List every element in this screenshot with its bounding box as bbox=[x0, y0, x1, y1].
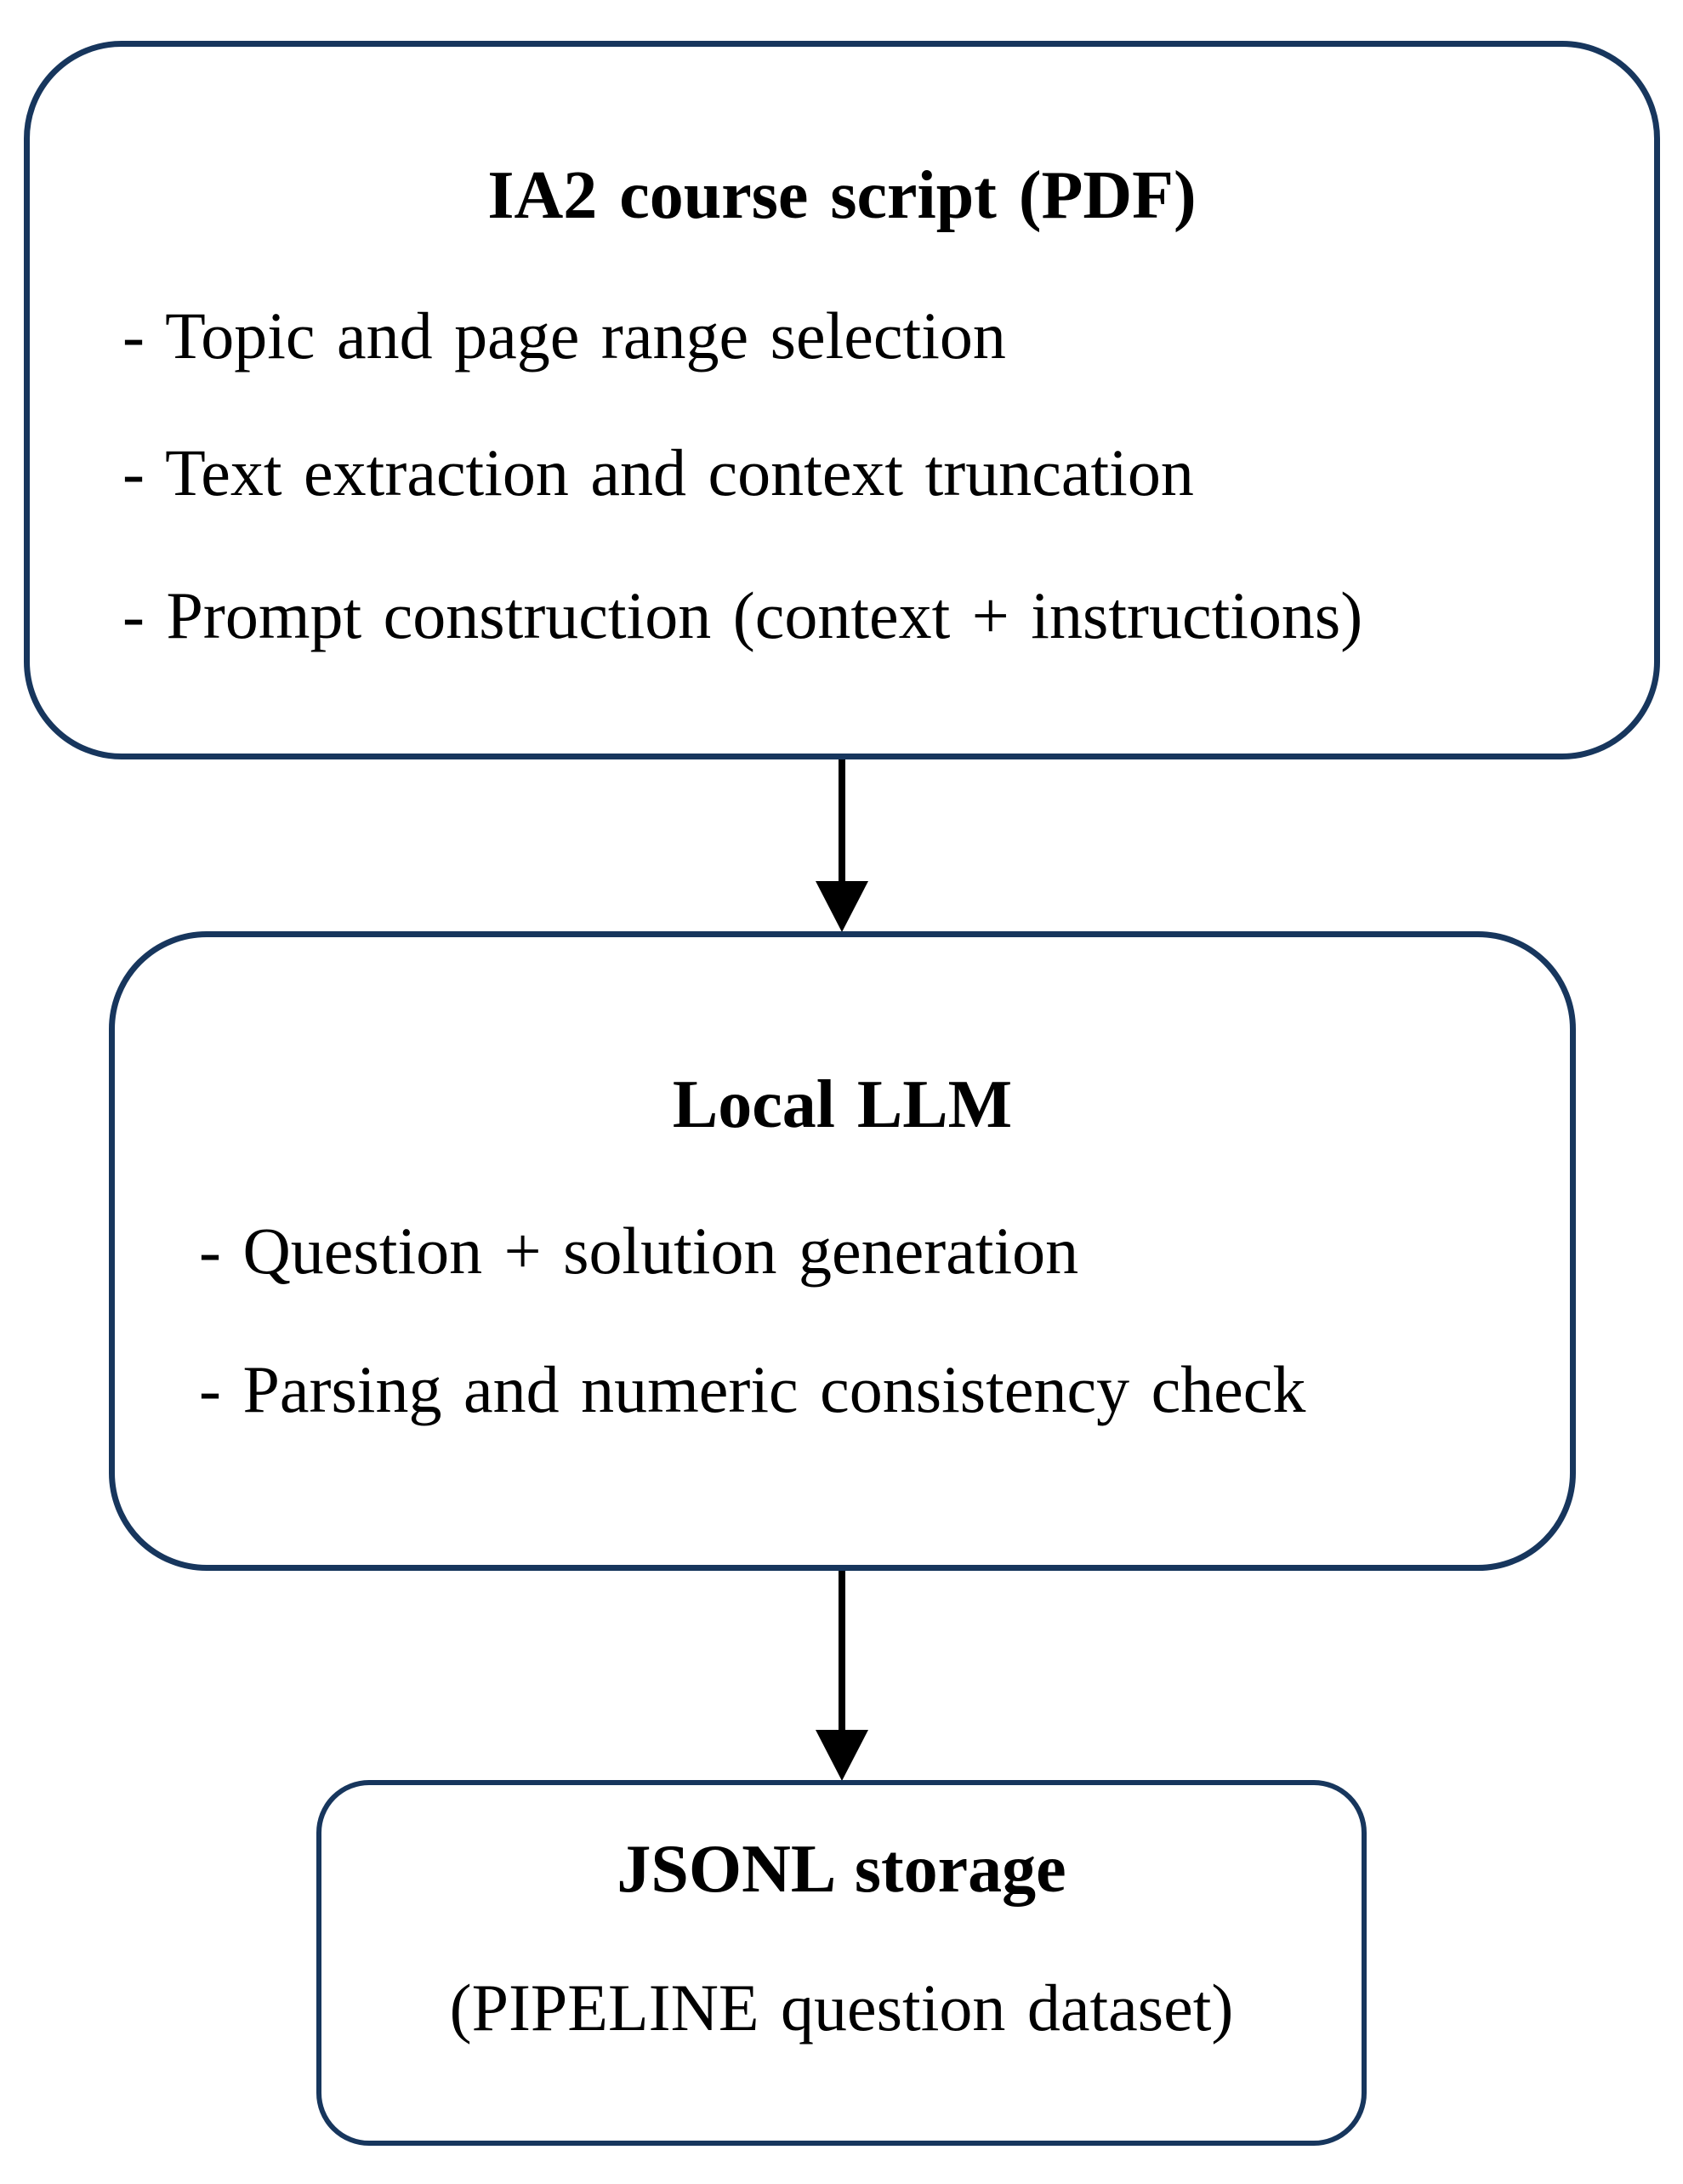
arrow-llm-to-storage-head-icon bbox=[816, 1730, 868, 1781]
arrow-source-to-llm-head-icon bbox=[816, 881, 868, 932]
node-storage-title: JSONL storage bbox=[617, 1832, 1066, 1907]
node-local-llm bbox=[109, 931, 1576, 1571]
node-jsonl-storage bbox=[316, 1780, 1367, 2146]
arrow-source-to-llm-shaft bbox=[839, 759, 845, 885]
node-llm-bullet-parsing-consistency: - Parsing and numeric consistency check bbox=[199, 1352, 1306, 1426]
node-ia2-bullet-text-extraction: - Text extraction and context truncation bbox=[122, 435, 1194, 509]
node-llm-bullet-question-solution: - Question + solution generation bbox=[199, 1214, 1079, 1288]
node-ia2-bullet-prompt-construction: - Prompt construction (context + instruc… bbox=[122, 578, 1363, 652]
node-ia2-title: IA2 course script (PDF) bbox=[487, 158, 1197, 233]
node-llm-title: Local LLM bbox=[672, 1067, 1013, 1142]
node-ia2-course-script bbox=[24, 41, 1660, 759]
node-ia2-bullet-topic-page-range: - Topic and page range selection bbox=[122, 299, 1006, 373]
node-storage-subtitle: (PIPELINE question dataset) bbox=[449, 1971, 1234, 2045]
arrow-llm-to-storage-shaft bbox=[839, 1571, 845, 1734]
